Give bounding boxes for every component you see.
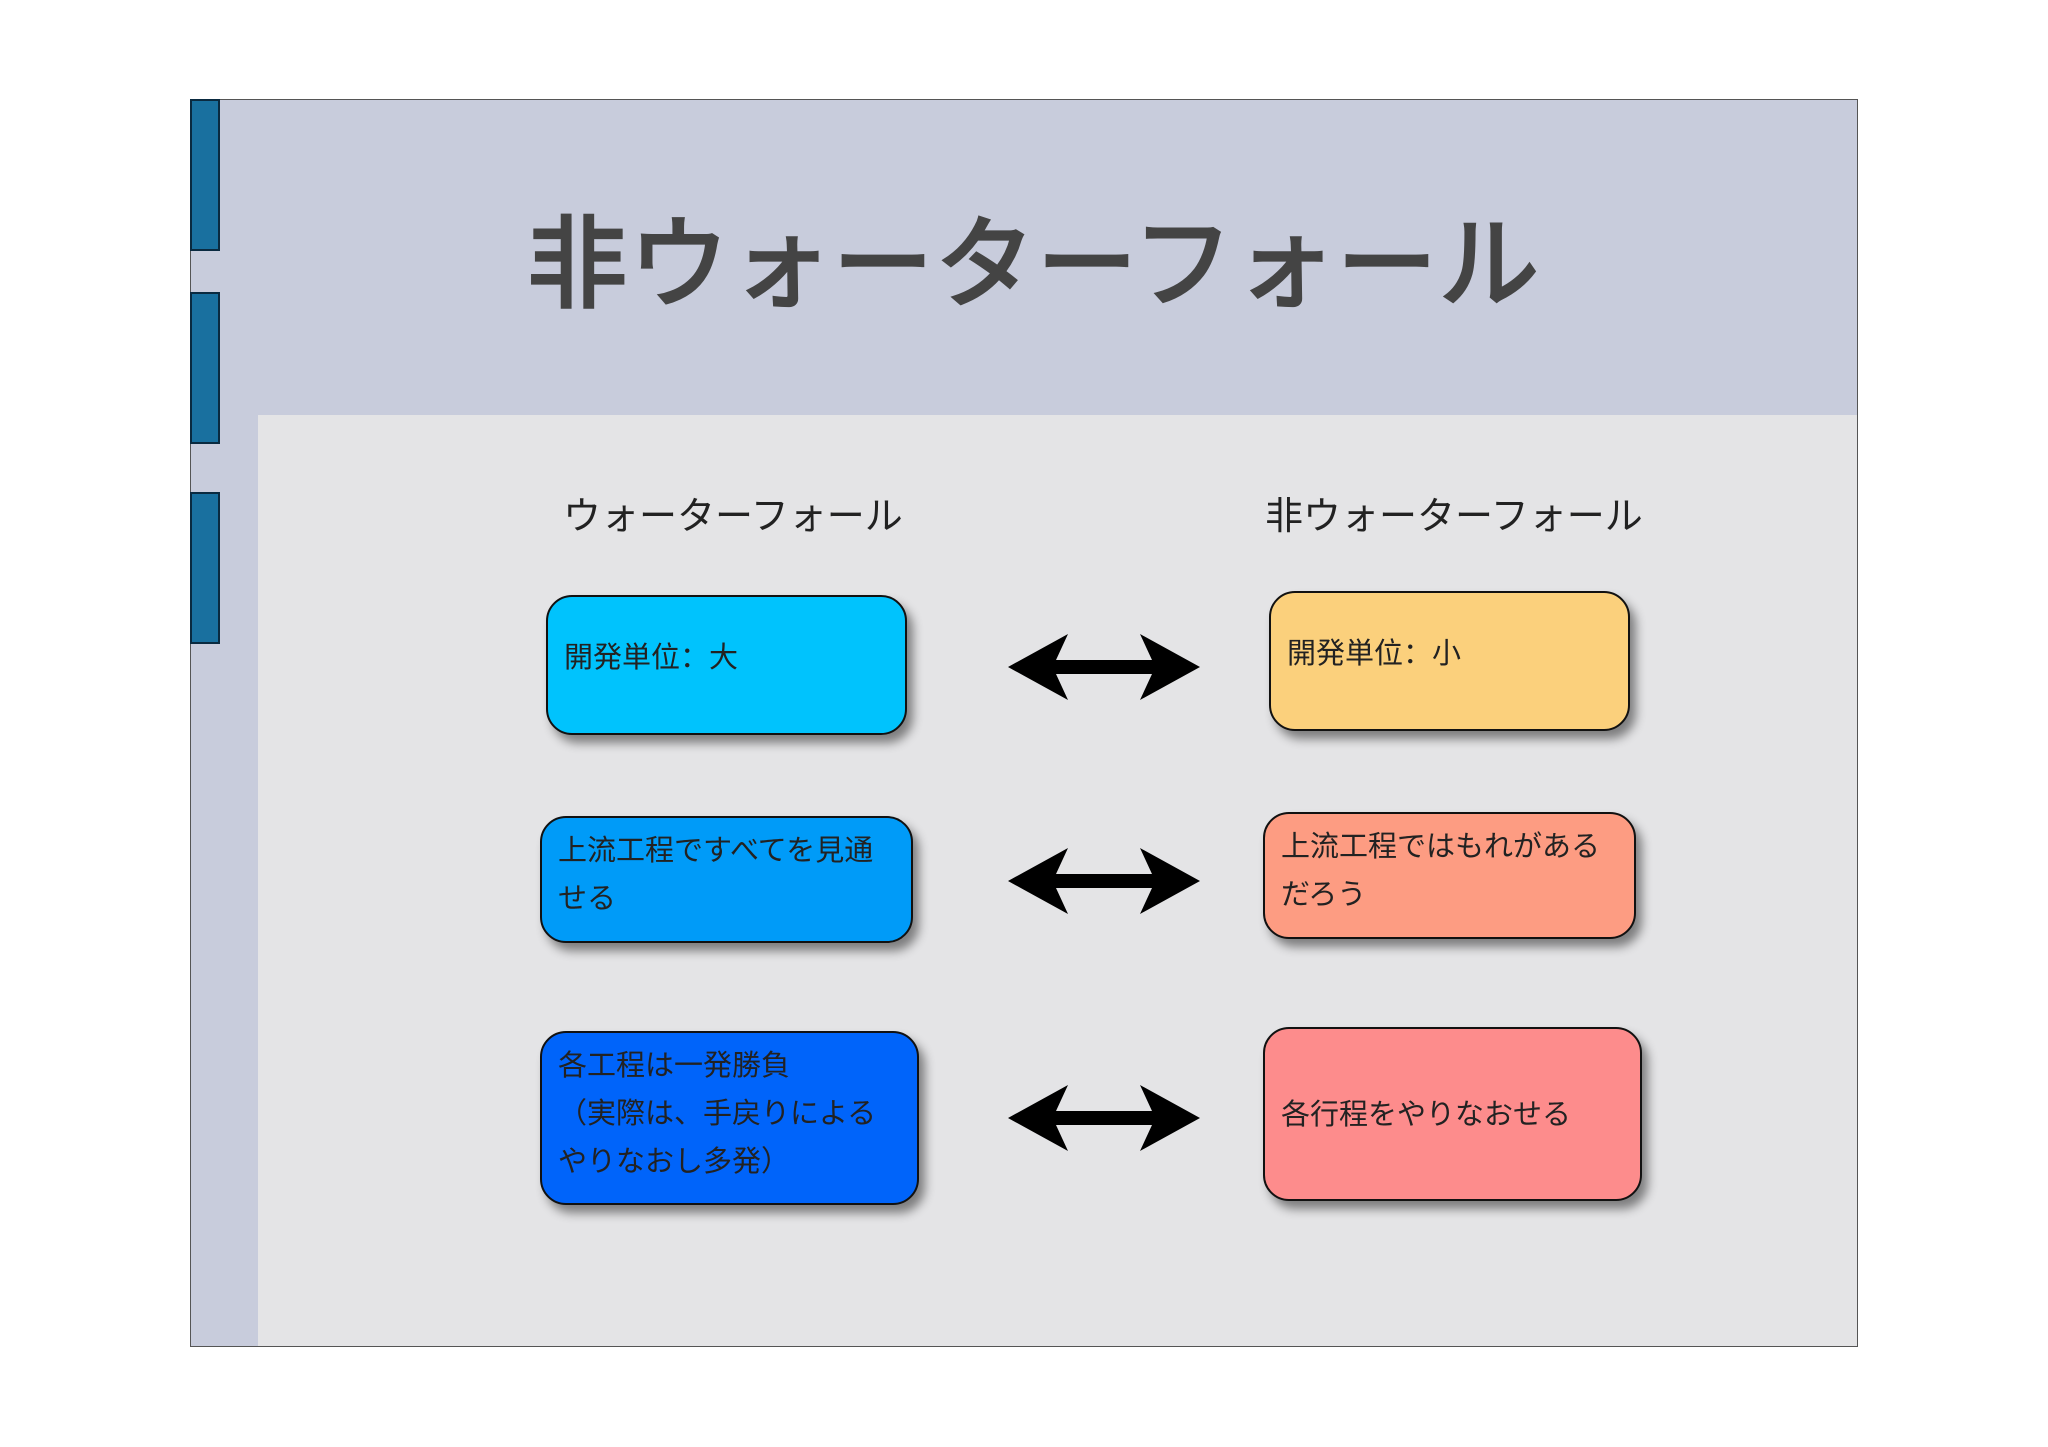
right-column-header: 非ウォーターフォール bbox=[1265, 494, 1643, 538]
right-box-process: 各行程をやりなおせる bbox=[1263, 1027, 1642, 1201]
left-column-header: ウォーターフォール bbox=[563, 494, 903, 538]
left-box-process: 各工程は一発勝負 （実際は、手戻りによる やりなおし多発） bbox=[540, 1031, 919, 1205]
side-tab-2 bbox=[190, 292, 220, 444]
right-box-dev-unit: 開発単位：小 bbox=[1269, 591, 1630, 731]
left-box-upstream: 上流工程ですべてを見通 せる bbox=[540, 816, 913, 943]
double-arrow-icon bbox=[1008, 1085, 1200, 1151]
right-box-upstream: 上流工程ではもれがある だろう bbox=[1263, 812, 1636, 939]
side-tab-1 bbox=[190, 99, 220, 251]
double-arrow-icon bbox=[1008, 848, 1200, 914]
double-arrow-icon bbox=[1008, 634, 1200, 700]
side-tab-3 bbox=[190, 492, 220, 644]
left-box-dev-unit: 開発単位：大 bbox=[546, 595, 907, 735]
slide-title: 非ウォーターフォール bbox=[527, 206, 1541, 323]
